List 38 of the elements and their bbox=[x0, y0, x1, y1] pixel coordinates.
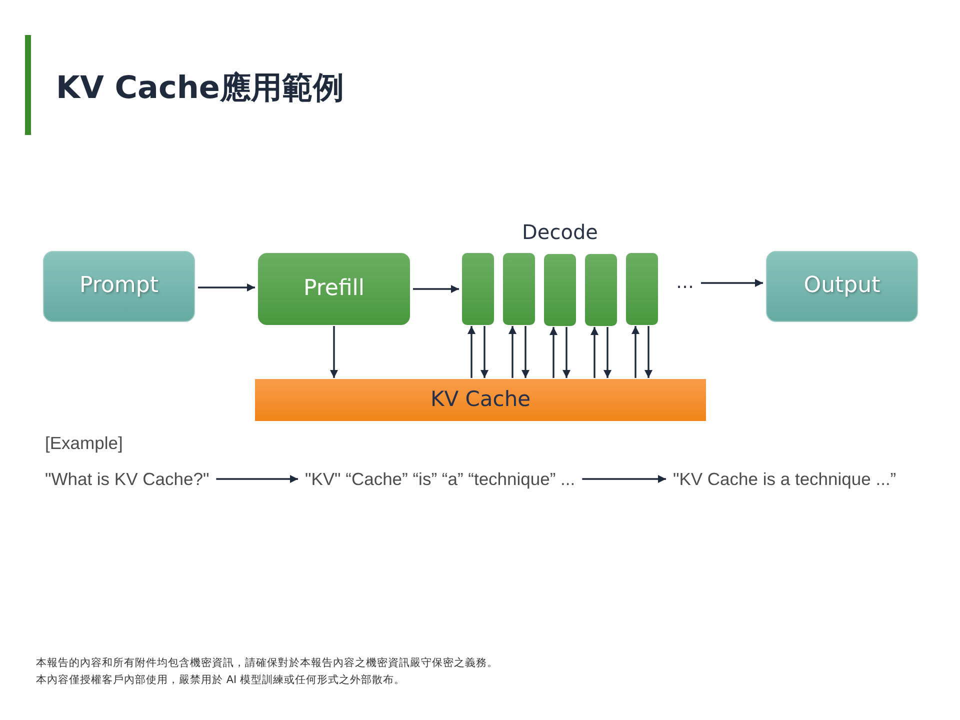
example-text: "KV" “Cache” “is” “a” “technique” ... bbox=[305, 468, 576, 490]
box-label: KV Cache bbox=[430, 387, 531, 413]
arrow bbox=[508, 326, 516, 378]
arrow bbox=[480, 326, 488, 378]
example-text: "KV Cache is a technique ...” bbox=[673, 468, 896, 490]
arrow bbox=[701, 279, 763, 287]
process-box bbox=[766, 251, 918, 322]
arrow bbox=[604, 327, 612, 378]
box-label: Output bbox=[804, 273, 880, 300]
disclaimer-text: 本報告的內容和所有附件均包含機密資訊，請確保對於本報告內容之機密資訊嚴守保密之義務。 bbox=[36, 656, 498, 671]
box-label: Prefill bbox=[303, 276, 365, 302]
token-block bbox=[626, 253, 658, 325]
arrow bbox=[413, 285, 459, 293]
section-label: [Example] bbox=[45, 432, 123, 454]
token-block bbox=[585, 254, 617, 326]
process-box bbox=[258, 253, 410, 325]
example-text: "What is KV Cache?" bbox=[45, 468, 210, 490]
disclaimer-text: 本內容僅授權客戶內部使用，嚴禁用於 AI 模型訓練或任何形式之外部散布。 bbox=[36, 673, 405, 688]
page-title: KV Cache應用範例 bbox=[56, 69, 344, 108]
group-heading: Decode bbox=[521, 219, 599, 245]
ellipsis-label: … bbox=[676, 272, 694, 294]
arrow bbox=[582, 475, 666, 483]
arrow bbox=[562, 327, 570, 378]
arrow bbox=[468, 326, 476, 378]
arrow bbox=[216, 475, 298, 483]
arrow bbox=[550, 327, 558, 378]
cache-bar bbox=[255, 379, 706, 421]
token-block bbox=[503, 253, 535, 325]
arrow bbox=[644, 326, 652, 378]
arrow bbox=[522, 326, 530, 378]
token-block bbox=[462, 253, 494, 325]
arrow bbox=[632, 326, 640, 378]
arrow bbox=[330, 326, 338, 378]
arrow bbox=[590, 327, 598, 378]
box-label: Prompt bbox=[80, 273, 158, 300]
arrow bbox=[198, 284, 255, 292]
token-block bbox=[544, 254, 576, 326]
process-box bbox=[43, 251, 195, 322]
